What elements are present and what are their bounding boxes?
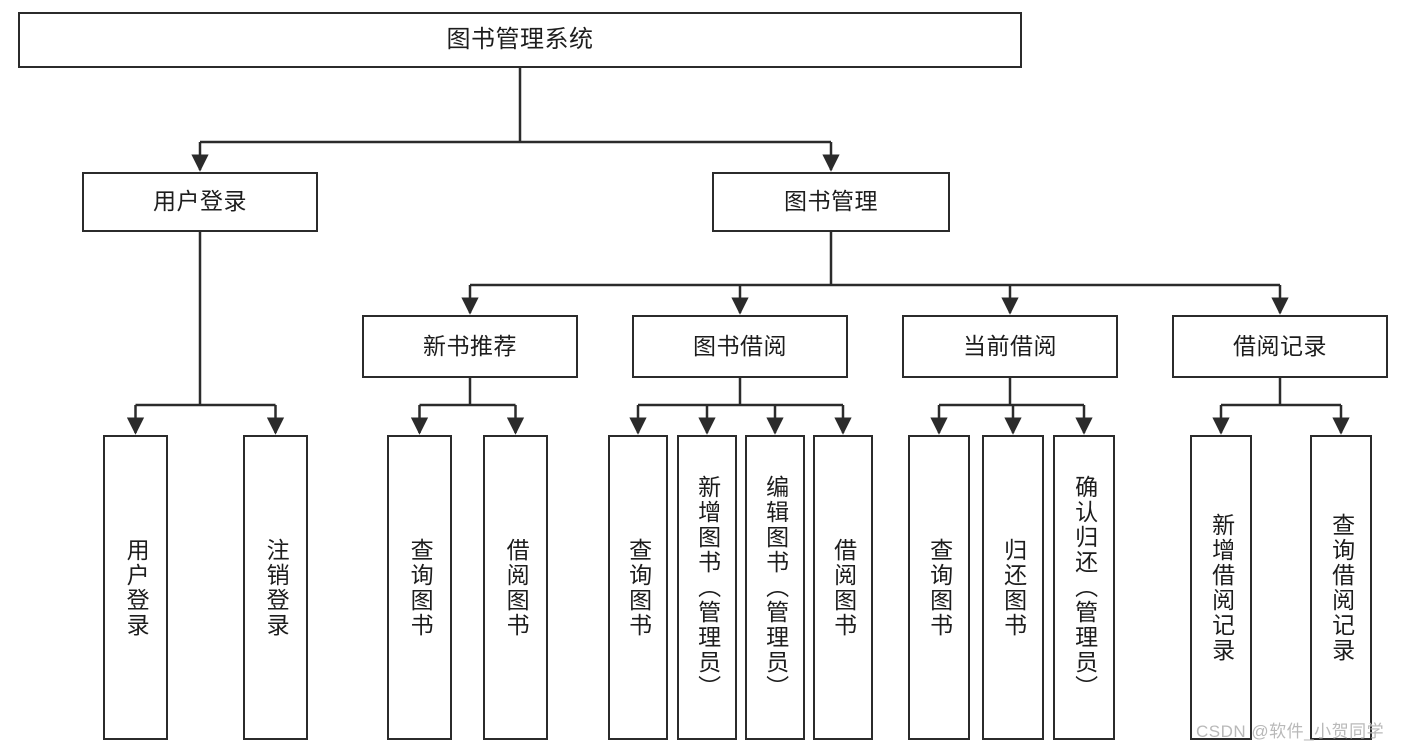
- node-leaf-borrow-book-1[interactable]: 借阅图书: [483, 435, 548, 740]
- node-book-manage[interactable]: 图书管理: [712, 172, 950, 232]
- node-label: 图书管理: [784, 188, 878, 215]
- node-leaf-add-record[interactable]: 新增借阅记录: [1190, 435, 1252, 740]
- watermark-label: CSDN @软件_小贺同学: [1196, 722, 1385, 741]
- node-label: 查询图书: [407, 537, 434, 638]
- node-label: 查询图书: [926, 537, 953, 638]
- node-label: 借阅图书: [830, 537, 857, 638]
- node-leaf-query-book-3[interactable]: 查询图书: [908, 435, 970, 740]
- node-label: 用户登录: [123, 537, 150, 638]
- node-label: 借阅记录: [1233, 332, 1327, 359]
- node-label: 借阅图书: [503, 537, 530, 638]
- node-borrow-record[interactable]: 借阅记录: [1172, 315, 1388, 378]
- node-label: 图书管理系统: [446, 25, 594, 53]
- node-leaf-edit-book[interactable]: 编辑图书（管理员）: [745, 435, 805, 740]
- node-label: 新书推荐: [423, 332, 517, 359]
- node-root[interactable]: 图书管理系统: [18, 12, 1022, 68]
- node-label: 注销登录: [263, 537, 290, 638]
- node-leaf-query-record[interactable]: 查询借阅记录: [1310, 435, 1372, 740]
- node-leaf-user-login[interactable]: 用户登录: [103, 435, 168, 740]
- node-leaf-borrow-book-2[interactable]: 借阅图书: [813, 435, 873, 740]
- node-label: 新增图书（管理员）: [694, 475, 721, 700]
- node-leaf-query-book-1[interactable]: 查询图书: [387, 435, 452, 740]
- node-label: 新增借阅记录: [1208, 512, 1235, 663]
- node-label: 当前借阅: [963, 332, 1057, 359]
- node-label: 用户登录: [153, 188, 247, 215]
- node-leaf-user-logout[interactable]: 注销登录: [243, 435, 308, 740]
- node-new-book-rec[interactable]: 新书推荐: [362, 315, 578, 378]
- node-label: 查询图书: [625, 537, 652, 638]
- node-book-borrow[interactable]: 图书借阅: [632, 315, 848, 378]
- node-leaf-confirm-return[interactable]: 确认归还（管理员）: [1053, 435, 1115, 740]
- node-current-borrow[interactable]: 当前借阅: [902, 315, 1118, 378]
- node-label: 编辑图书（管理员）: [762, 475, 789, 700]
- node-label: 归还图书: [1000, 537, 1027, 638]
- node-leaf-query-book-2[interactable]: 查询图书: [608, 435, 668, 740]
- node-user-login[interactable]: 用户登录: [82, 172, 318, 232]
- node-leaf-add-book[interactable]: 新增图书（管理员）: [677, 435, 737, 740]
- node-leaf-return-book[interactable]: 归还图书: [982, 435, 1044, 740]
- node-label: 图书借阅: [693, 332, 787, 359]
- node-label: 确认归还（管理员）: [1071, 475, 1098, 700]
- node-label: 查询借阅记录: [1328, 512, 1355, 663]
